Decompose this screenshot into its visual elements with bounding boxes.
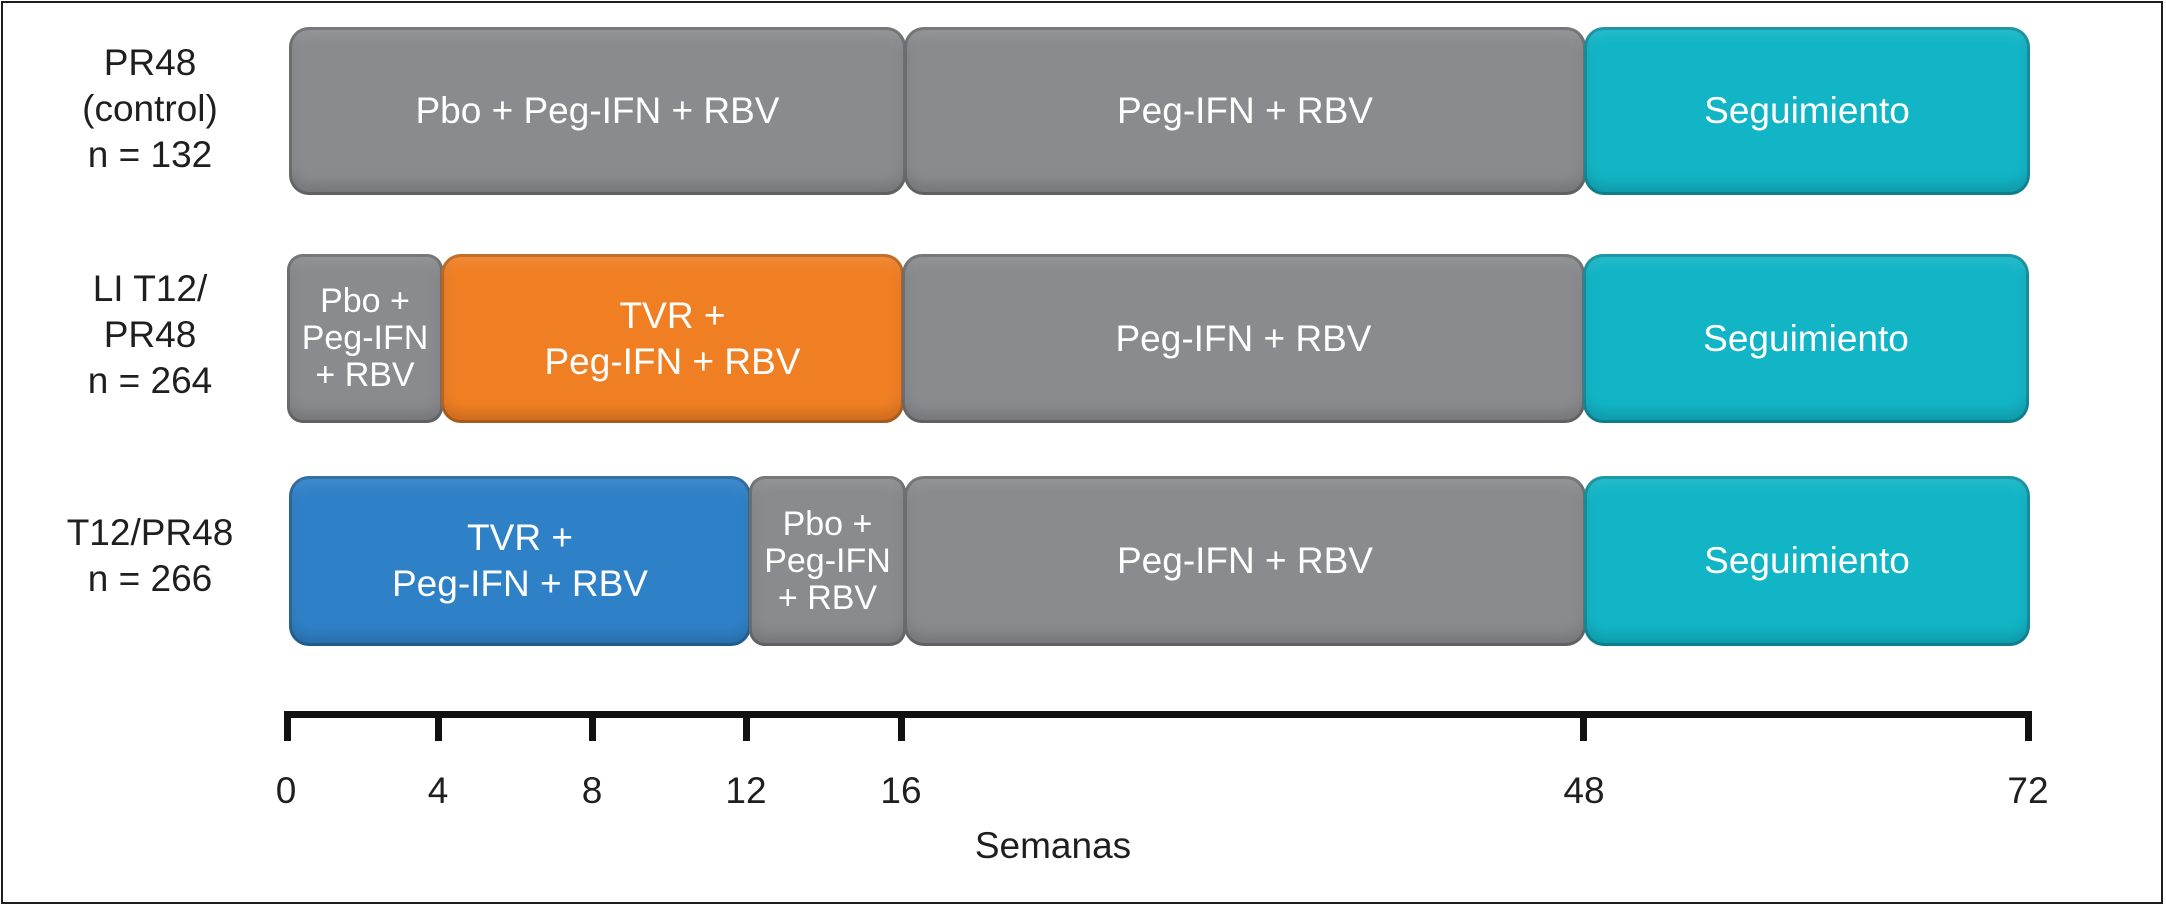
tick-48: [1580, 711, 1587, 741]
timeline-axis: [286, 711, 2031, 718]
tick-72: [2025, 711, 2032, 741]
axis-title-semanas: Semanas: [974, 825, 1132, 866]
arm3-segment-tvr-peg-ifn-rbv: TVR + Peg-IFN + RBV: [289, 476, 751, 646]
tick-12: [743, 711, 750, 741]
arm3-segment-seguimiento: Seguimiento: [1584, 476, 2030, 646]
arm2-segment-peg-ifn-rbv: Peg-IFN + RBV: [902, 254, 1585, 423]
tick-label-48: 48: [1563, 770, 1605, 811]
arm-label-li-t12-pr48: LI T12/ PR48 n = 264: [87, 268, 213, 401]
arm2-segment-pbo-peg-ifn-rbv: Pbo + Peg-IFN + RBV: [287, 254, 443, 423]
tick-16: [898, 711, 905, 741]
tick-label-16: 16: [880, 770, 922, 811]
arm2-segment-seguimiento: Seguimiento: [1583, 254, 2029, 423]
arm1-segment-seguimiento: Seguimiento: [1584, 27, 2030, 195]
tick-8: [589, 711, 596, 741]
tick-label-0: 0: [275, 770, 297, 811]
arm1-segment-pbo-peg-ifn-rbv: Pbo + Peg-IFN + RBV: [289, 27, 906, 195]
tick-0: [284, 711, 291, 741]
arm-label-t12-pr48: T12/PR48 n = 266: [66, 512, 234, 599]
arm3-segment-peg-ifn-rbv: Peg-IFN + RBV: [904, 476, 1586, 646]
arm3-segment-pbo-peg-ifn-rbv: Pbo + Peg-IFN + RBV: [749, 476, 906, 646]
tick-label-72: 72: [2007, 770, 2049, 811]
arm1-segment-peg-ifn-rbv: Peg-IFN + RBV: [904, 27, 1586, 195]
tick-label-8: 8: [581, 770, 603, 811]
tick-label-12: 12: [725, 770, 767, 811]
tick-4: [435, 711, 442, 741]
arm-label-pr48: PR48 (control) n = 132: [82, 42, 218, 175]
tick-label-4: 4: [427, 770, 449, 811]
arm2-segment-tvr-peg-ifn-rbv: TVR + Peg-IFN + RBV: [441, 254, 904, 423]
